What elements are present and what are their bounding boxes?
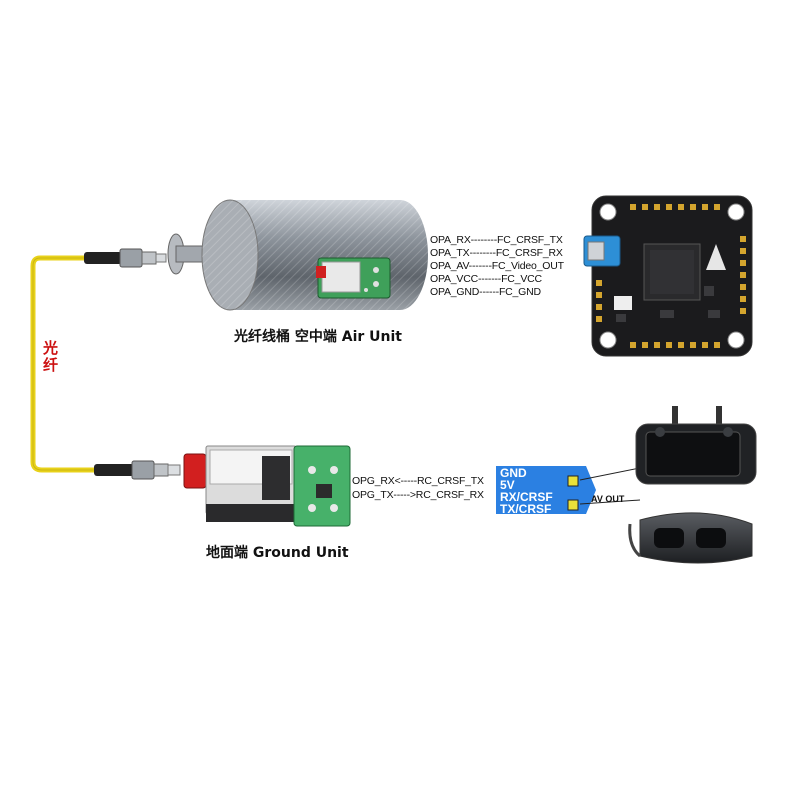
ground-pin-0: OPG_RX<-----RC_CRSF_TX [352, 475, 484, 487]
receiver-tx-label: TX/CRSF [500, 502, 552, 516]
fpv-goggles [628, 512, 753, 564]
av-out-label: AV OUT [591, 494, 625, 504]
receiver-box [496, 466, 641, 514]
air-unit-caption: 光纤线桶 空中端 Air Unit [234, 329, 402, 345]
ground-unit-caption: 地面端 Ground Unit [206, 545, 349, 561]
air-pin-4: OPA_GND------FC_GND [430, 286, 541, 298]
air-pin-0: OPA_RX--------FC_CRSF_TX [430, 234, 563, 246]
air-pin-1: OPA_TX--------FC_CRSF_RX [430, 247, 563, 259]
air-pin-3: OPA_VCC-------FC_VCC [430, 273, 542, 285]
remote-controller [635, 406, 757, 485]
ground-pin-1: OPG_TX----->RC_CRSF_RX [352, 489, 484, 501]
receiver-5v-label: 5V [500, 478, 515, 492]
receiver-gnd-label: GND [500, 466, 527, 480]
air-pin-2: OPA_AV-------FC_Video_OUT [430, 260, 564, 272]
ground-fiber-connector [94, 460, 181, 480]
air-fiber-connector [84, 248, 167, 268]
receiver-rx-label: RX/CRSF [500, 490, 553, 504]
fiber-label: 光纤 [41, 340, 59, 374]
fiber-spool-cylinder [201, 199, 428, 311]
ground-unit-module [183, 445, 351, 527]
flight-controller [583, 195, 753, 357]
